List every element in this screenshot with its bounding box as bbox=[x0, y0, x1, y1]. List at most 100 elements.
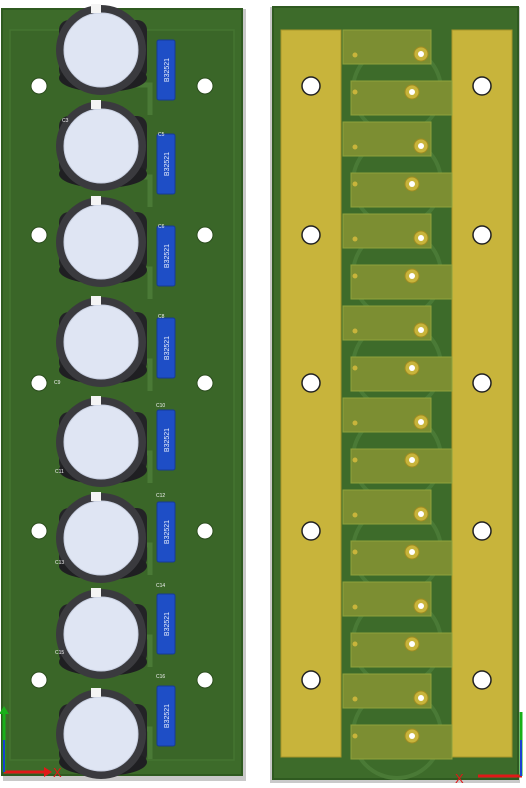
capacitor-top bbox=[63, 304, 139, 380]
via bbox=[352, 696, 358, 702]
right-copper-bus bbox=[451, 29, 513, 758]
via bbox=[352, 604, 358, 610]
pad-area bbox=[350, 80, 453, 116]
electrolytic-capacitor bbox=[56, 588, 147, 679]
pad-area bbox=[342, 213, 432, 249]
electrolytic-capacitor bbox=[56, 196, 147, 287]
film-capacitor-body bbox=[156, 133, 176, 195]
back-view bbox=[270, 6, 520, 783]
silkscreen-label: C3 bbox=[62, 118, 69, 124]
pad-drill bbox=[418, 419, 424, 425]
mounting-hole-icon bbox=[30, 226, 48, 244]
film-capacitor: B32521 bbox=[156, 593, 176, 655]
via bbox=[352, 457, 358, 463]
film-capacitor: B32521 bbox=[156, 409, 176, 471]
film-capacitor: B32521 bbox=[156, 317, 176, 379]
capacitor-top bbox=[63, 696, 139, 772]
pad-drill bbox=[418, 327, 424, 333]
mounting-hole-icon bbox=[472, 521, 492, 541]
film-capacitor-body bbox=[156, 501, 176, 563]
silkscreen-label: C6 bbox=[158, 224, 165, 230]
mounting-hole-icon bbox=[301, 225, 321, 245]
mounting-hole-icon bbox=[301, 670, 321, 690]
silkscreen-label: C15 bbox=[55, 650, 64, 656]
silkscreen-label: C14 bbox=[156, 583, 165, 589]
left-copper-bus bbox=[280, 29, 342, 758]
polarity-stripe bbox=[91, 588, 101, 597]
pad-drill bbox=[409, 273, 415, 279]
film-capacitor: B32521 bbox=[156, 39, 176, 101]
mounting-hole-icon bbox=[472, 225, 492, 245]
film-capacitor-label: B32521 bbox=[164, 612, 171, 636]
mounting-hole-icon bbox=[472, 76, 492, 96]
copper-pad bbox=[342, 581, 432, 617]
mounting-hole-icon bbox=[301, 76, 321, 96]
pad-drill bbox=[418, 235, 424, 241]
copper-pad bbox=[350, 80, 453, 116]
pad-area bbox=[350, 724, 453, 760]
polarity-stripe bbox=[91, 688, 101, 697]
copper-pad bbox=[342, 397, 432, 433]
copper-pad bbox=[350, 632, 453, 668]
pad-area bbox=[350, 356, 453, 392]
silkscreen-label: C16 bbox=[156, 674, 165, 680]
via bbox=[352, 273, 358, 279]
film-capacitor-body bbox=[156, 39, 176, 101]
polarity-stripe bbox=[91, 196, 101, 205]
capacitor-top bbox=[63, 108, 139, 184]
mounting-hole-icon bbox=[30, 374, 48, 392]
silkscreen-label: C5 bbox=[158, 132, 165, 138]
via bbox=[352, 236, 358, 242]
film-capacitor-body bbox=[156, 593, 176, 655]
pad-area bbox=[342, 29, 432, 65]
via bbox=[352, 89, 358, 95]
via bbox=[352, 512, 358, 518]
axis-triad-icon: X bbox=[455, 712, 523, 786]
film-capacitor-label: B32521 bbox=[164, 704, 171, 728]
film-capacitor: B32521 bbox=[156, 685, 176, 747]
pad-drill bbox=[409, 181, 415, 187]
copper-pad bbox=[350, 356, 453, 392]
electrolytic-capacitor bbox=[56, 296, 147, 387]
back-x-axis-label: X bbox=[455, 771, 464, 786]
film-capacitor-label: B32521 bbox=[164, 152, 171, 176]
film-capacitor: B32521 bbox=[156, 133, 176, 195]
electrolytic-capacitor bbox=[56, 492, 147, 583]
via bbox=[352, 549, 358, 555]
pad-drill bbox=[418, 511, 424, 517]
pad-drill bbox=[409, 457, 415, 463]
via bbox=[352, 181, 358, 187]
electrolytic-capacitor bbox=[56, 100, 147, 191]
pad-drill bbox=[409, 641, 415, 647]
capacitor-top bbox=[63, 12, 139, 88]
copper-pad bbox=[342, 673, 432, 709]
mounting-hole-icon bbox=[196, 374, 214, 392]
pad-area bbox=[342, 121, 432, 157]
capacitor-top bbox=[63, 596, 139, 672]
film-capacitor: B32521 bbox=[156, 501, 176, 563]
copper-pad bbox=[350, 540, 453, 576]
front-view: B32521B32521B32521B32521B32521B32521B325… bbox=[1, 4, 246, 781]
front-x-axis-label: X bbox=[53, 765, 62, 780]
electrolytic-capacitor bbox=[56, 688, 147, 779]
film-capacitor-label: B32521 bbox=[164, 428, 171, 452]
polarity-stripe bbox=[91, 100, 101, 109]
pad-drill bbox=[409, 365, 415, 371]
pad-area bbox=[350, 632, 453, 668]
mounting-hole-icon bbox=[196, 77, 214, 95]
film-capacitor-body bbox=[156, 685, 176, 747]
film-capacitor-label: B32521 bbox=[164, 58, 171, 82]
copper-pad bbox=[350, 264, 453, 300]
via bbox=[352, 328, 358, 334]
pad-area bbox=[350, 448, 453, 484]
capacitor-top bbox=[63, 404, 139, 480]
copper-pad bbox=[342, 489, 432, 525]
mounting-hole-icon bbox=[30, 77, 48, 95]
film-capacitor-body bbox=[156, 317, 176, 379]
film-capacitor-body bbox=[156, 225, 176, 287]
silkscreen-label: C13 bbox=[55, 560, 64, 566]
electrolytic-capacitor bbox=[56, 396, 147, 487]
pad-area bbox=[350, 172, 453, 208]
capacitor-top bbox=[63, 500, 139, 576]
